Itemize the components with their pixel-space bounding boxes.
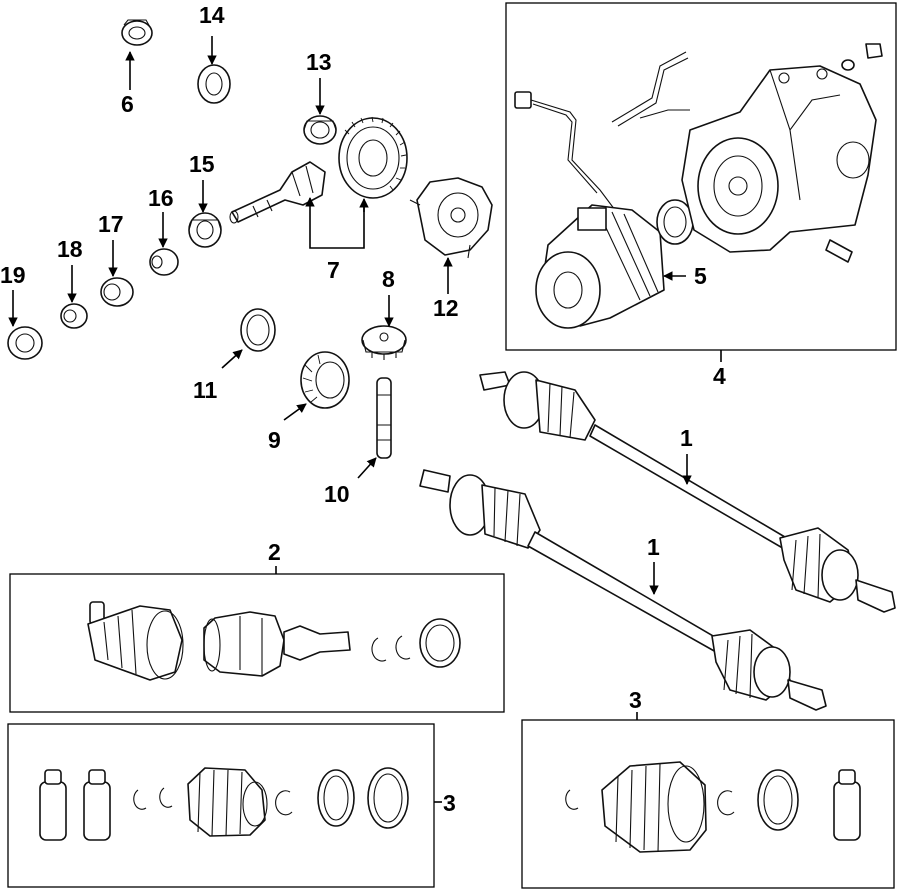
- leader-lines: [8, 36, 722, 803]
- part-13-bearing: [303, 115, 337, 145]
- part-5-coupling-unit: [535, 204, 665, 329]
- part-clamp-right-a: [565, 789, 579, 810]
- callout-8: 8: [382, 266, 395, 292]
- part-1-half-shaft-lower: [419, 469, 827, 711]
- part-grease-tube-right: [833, 769, 861, 841]
- part-12-differential-case: [409, 177, 493, 259]
- callout-14: 14: [199, 2, 225, 28]
- part-vent-tube: [611, 51, 690, 127]
- part-circlip-right: [717, 790, 735, 816]
- callout-18: 18: [57, 236, 83, 262]
- callout-19: 19: [0, 262, 26, 288]
- part-boot-inner: [87, 601, 184, 681]
- part-clamp-ring-right: [757, 769, 799, 831]
- callout-15: 15: [189, 151, 215, 177]
- callout-4: 4: [713, 363, 726, 389]
- part-9-pinion-gear: [300, 351, 350, 409]
- callout-3-right: 3: [629, 687, 642, 713]
- part-boot-outer-right: [601, 761, 707, 853]
- callout-12: 12: [433, 295, 459, 321]
- box-2-inner-joint-kit: [9, 573, 505, 713]
- part-10-cross-pin: [376, 377, 392, 459]
- part-drain-plug: [841, 43, 883, 71]
- part-6-seal: [121, 19, 153, 46]
- part-circlip-left: [275, 790, 293, 816]
- callout-3-left: 3: [443, 790, 456, 816]
- part-grease-tube-b: [83, 769, 111, 841]
- part-19-seal: [7, 326, 43, 360]
- part-8-side-gear: [361, 325, 407, 360]
- part-11-washer: [240, 308, 276, 352]
- part-1-half-shaft-upper: [479, 371, 896, 613]
- part-14-shim: [197, 64, 231, 104]
- callout-2: 2: [268, 539, 281, 565]
- callout-1-upper: 1: [680, 425, 693, 451]
- part-boot-outer-left: [187, 767, 268, 837]
- part-clamp-ring-left-a: [317, 769, 355, 827]
- box-3-outer-boot-kit-right: [521, 719, 895, 889]
- callout-10: 10: [324, 481, 350, 507]
- part-16-spacer: [149, 248, 179, 276]
- callout-7: 7: [327, 257, 340, 283]
- callout-16: 16: [148, 185, 174, 211]
- box-3-outer-boot-kit-left: [7, 723, 435, 888]
- part-circlips-inner: [371, 618, 461, 668]
- callout-6: 6: [121, 91, 134, 117]
- callout-11: 11: [193, 377, 218, 403]
- part-clamps-left: [133, 787, 173, 810]
- part-grease-tube-a: [39, 769, 67, 841]
- box-4-differential-assembly: [505, 2, 897, 351]
- part-rear-diff-housing: [681, 65, 877, 253]
- callout-labels: 6 14 13 15 16 17 18 19 7 8 12 11 9 10 5 …: [0, 2, 726, 816]
- callout-17: 17: [98, 211, 124, 237]
- part-7-ring-and-pinion: [229, 116, 408, 224]
- part-wiring-harness: [514, 91, 616, 211]
- part-17-bearing: [100, 277, 134, 307]
- part-15-bearing: [188, 212, 222, 248]
- part-sensor: [825, 239, 853, 263]
- part-clamp-ring-left-b: [367, 767, 409, 829]
- part-18-seal: [60, 303, 88, 329]
- callout-1-lower: 1: [647, 534, 660, 560]
- callout-5: 5: [694, 263, 707, 289]
- callout-9: 9: [268, 427, 281, 453]
- part-tripod-housing: [203, 611, 351, 677]
- callout-13: 13: [306, 49, 332, 75]
